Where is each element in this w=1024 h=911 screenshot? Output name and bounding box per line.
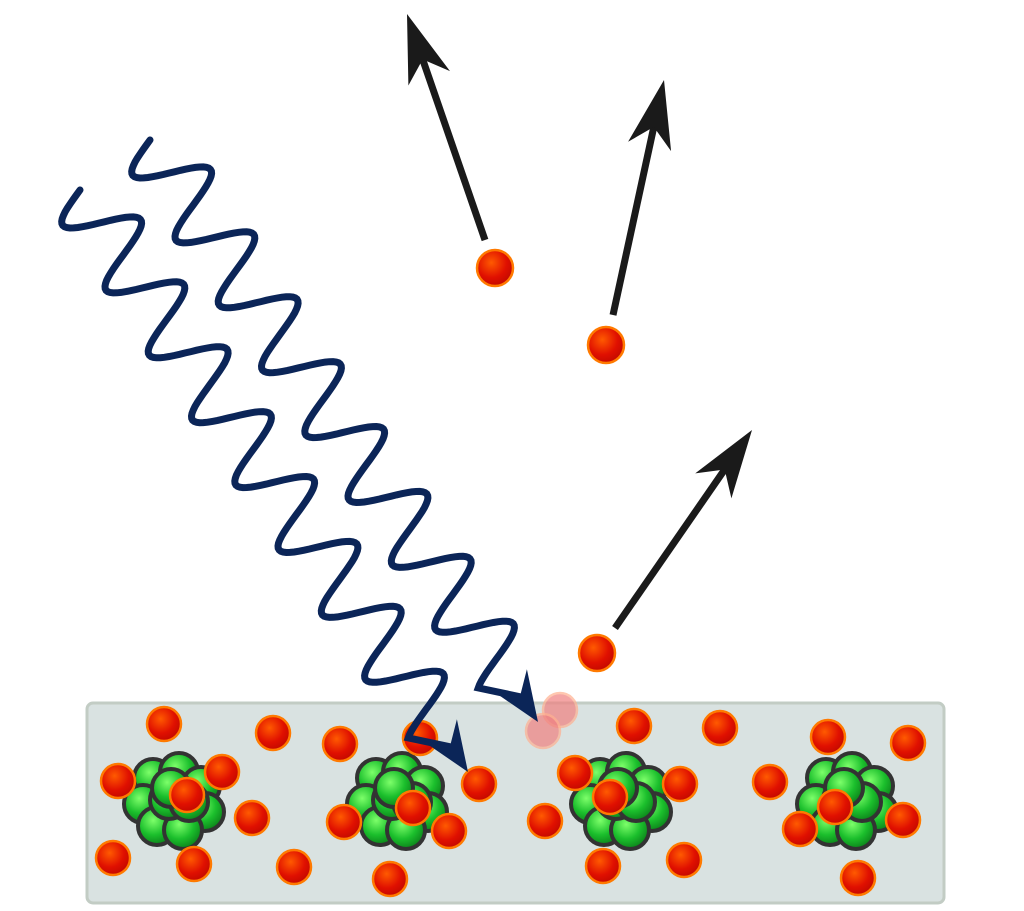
electron xyxy=(701,709,739,747)
electron xyxy=(591,778,629,816)
electron xyxy=(394,789,432,827)
photon-wave xyxy=(128,136,525,701)
ejection-arrow xyxy=(612,430,752,630)
electron xyxy=(233,799,271,837)
photon xyxy=(128,136,538,722)
electron xyxy=(460,765,498,803)
electron xyxy=(839,859,877,897)
ejected-electron xyxy=(577,633,617,673)
arrowhead-icon xyxy=(695,430,752,499)
electron xyxy=(665,841,703,879)
arrowhead-icon xyxy=(407,14,450,86)
electron xyxy=(526,802,564,840)
photons-layer xyxy=(58,136,538,772)
arrow-shaft xyxy=(609,118,659,316)
ejection-arrow xyxy=(407,14,489,242)
electron xyxy=(430,812,468,850)
ejection-arrows-layer xyxy=(407,14,752,630)
electron xyxy=(615,707,653,745)
electron xyxy=(889,724,927,762)
electron xyxy=(168,776,206,814)
arrow-shaft xyxy=(416,50,489,242)
electron xyxy=(584,847,622,885)
electron xyxy=(94,839,132,877)
electron xyxy=(884,801,922,839)
electron xyxy=(325,803,363,841)
ejected-electron xyxy=(586,325,626,365)
electron xyxy=(145,705,183,743)
ejection-arrow xyxy=(609,80,672,316)
electron xyxy=(275,848,313,886)
electron xyxy=(99,762,137,800)
electron xyxy=(254,714,292,752)
electron xyxy=(175,845,213,883)
electron-ghost xyxy=(524,712,562,750)
electron xyxy=(751,763,789,801)
electron xyxy=(809,718,847,756)
electron xyxy=(781,810,819,848)
photon xyxy=(58,186,468,772)
electron xyxy=(371,860,409,898)
electron xyxy=(556,754,594,792)
electron xyxy=(203,753,241,791)
arrow-shaft xyxy=(612,460,733,630)
photon-arrowhead-icon xyxy=(423,719,468,772)
electron xyxy=(321,725,359,763)
ejected-electron xyxy=(475,248,515,288)
electron xyxy=(816,788,854,826)
photon-wave xyxy=(58,186,455,751)
arrowhead-icon xyxy=(628,80,672,152)
photon-arrowhead-icon xyxy=(493,669,538,722)
electron xyxy=(661,765,699,803)
